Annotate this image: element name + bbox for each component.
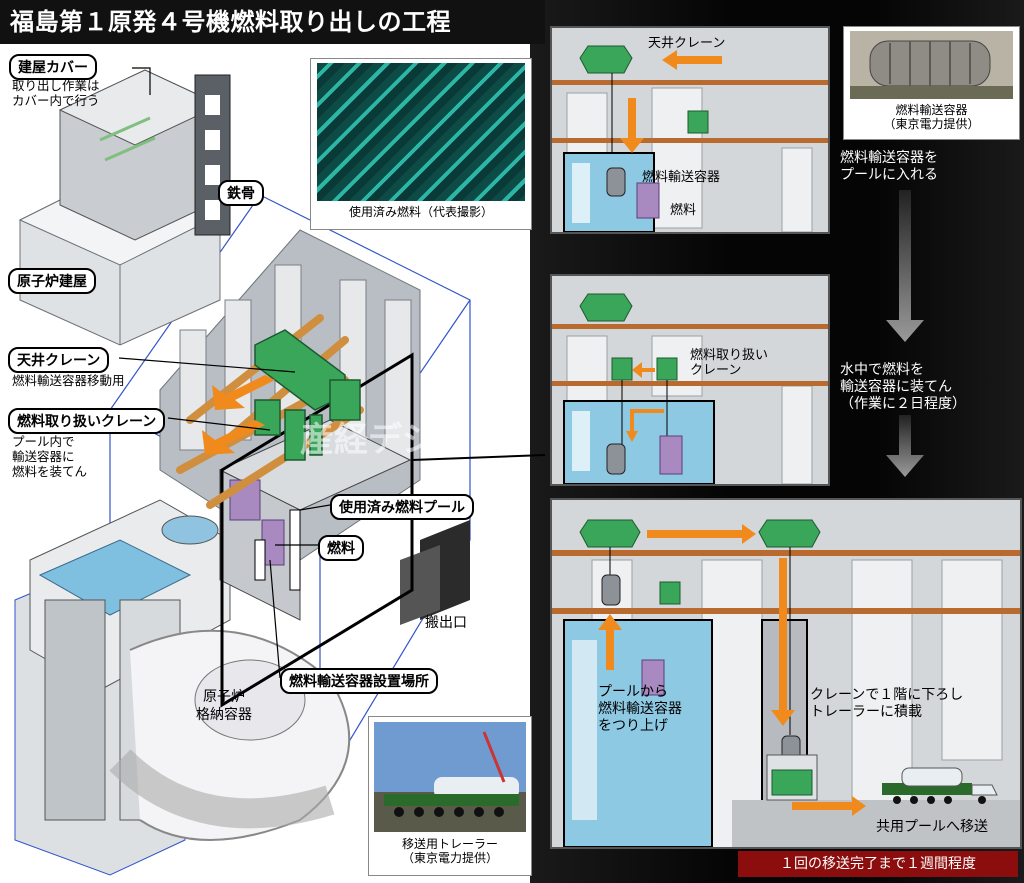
- cask-photo: [850, 31, 1013, 99]
- p1-fuel-label: 燃料: [670, 203, 697, 218]
- p3-lift-label: プールから 燃料輸送容器 をつり上げ: [598, 684, 682, 734]
- step-panel-3: プールから 燃料輸送容器 をつり上げ クレーンで１階に下ろし トレーラーに積載 …: [550, 498, 1022, 849]
- cover-callout: 建屋カバー: [9, 54, 97, 80]
- spent-pool-callout: 使用済み燃料プール: [330, 494, 474, 520]
- flow-arrows: [886, 190, 924, 477]
- p3-ship-label: 共用プールへ移送: [876, 819, 988, 835]
- spent-fuel-photo: [317, 63, 525, 201]
- reactor-building-callout: 原子炉建屋: [8, 268, 96, 294]
- containment-label: 原子炉 格納容器: [196, 689, 252, 723]
- cask-area-callout: 燃料輸送容器設置場所: [280, 668, 438, 694]
- steel-callout: 鉄骨: [218, 180, 264, 206]
- p3-lower-label: クレーンで１階に下ろし トレーラーに積載: [810, 687, 964, 720]
- p1-cask-label: 燃料輸送容器: [642, 170, 721, 185]
- p2-fuel-crane-label: 燃料取り扱い クレーン: [690, 348, 769, 378]
- step-panel-1: 天井クレーン 燃料輸送容器 燃料: [550, 26, 830, 234]
- cask-caption: 燃料輸送容器 （東京電力提供）: [883, 103, 980, 131]
- cask-photo-frame: 燃料輸送容器 （東京電力提供）: [843, 26, 1020, 140]
- cover-note: 取り出し作業は カバー内で行う: [12, 78, 100, 108]
- exit-label: 搬出口: [425, 615, 467, 631]
- step1-description: 燃料輸送容器を プールに入れる: [840, 150, 938, 183]
- watermark: 産経デジタル: [300, 420, 504, 460]
- fuel-handling-crane-callout: 燃料取り扱いクレーン: [8, 408, 166, 434]
- spent-fuel-caption: 使用済み燃料（代表撮影）: [348, 205, 493, 219]
- spent-fuel-photo-frame: 使用済み燃料（代表撮影）: [310, 58, 532, 230]
- ceiling-crane-callout: 天井クレーン: [8, 347, 110, 373]
- building-cutaway-illustration: [14, 67, 545, 876]
- ceiling-crane-note: 燃料輸送容器移動用: [12, 373, 125, 388]
- duration-badge: １回の移送完了まで１週間程度: [738, 851, 1018, 877]
- p1-crane-label: 天井クレーン: [648, 36, 726, 51]
- fuel-handling-note: プール内で 輸送容器に 燃料を装てん: [12, 434, 88, 479]
- page-title: 福島第１原発４号機燃料取り出しの工程: [0, 0, 545, 44]
- step2-description: 水中で燃料を 輸送容器に装てん （作業に２日程度）: [840, 362, 966, 412]
- fuel-callout: 燃料: [318, 535, 364, 561]
- trailer-photo: [374, 722, 526, 832]
- trailer-photo-frame: 移送用トレーラー （東京電力提供）: [368, 716, 532, 876]
- trailer-caption: 移送用トレーラー （東京電力提供）: [401, 837, 498, 865]
- step-panel-2: 燃料取り扱い クレーン: [550, 274, 830, 486]
